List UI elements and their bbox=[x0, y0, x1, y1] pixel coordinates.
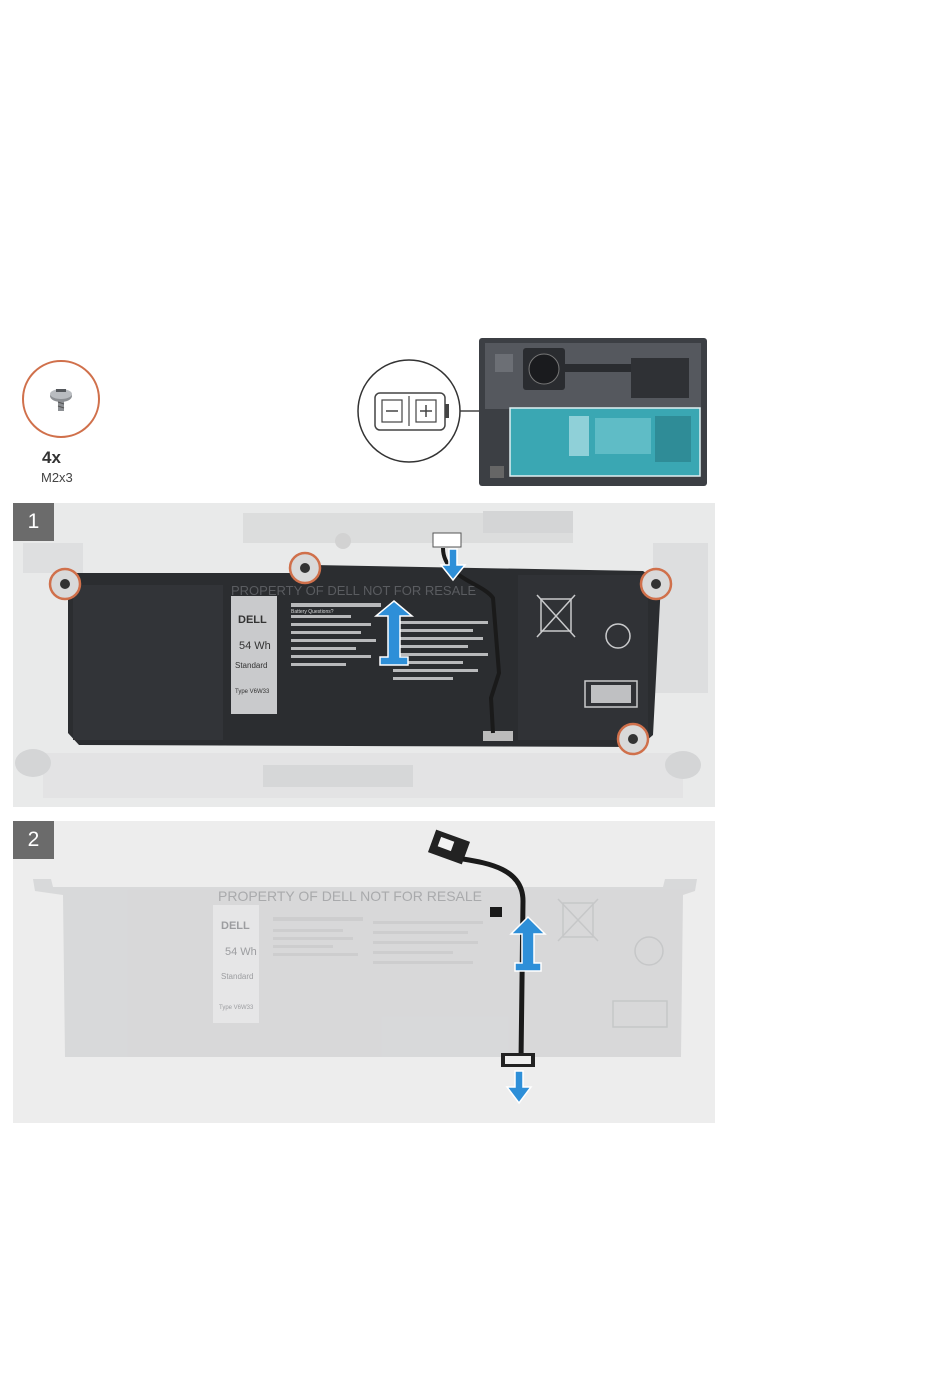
battery-type-code-text: Type V6W33 bbox=[235, 689, 270, 695]
battery-faded-icon bbox=[33, 879, 697, 1057]
step-2-panel: PROPERTY OF DELL NOT FOR RESALE DELL 54 … bbox=[13, 821, 715, 1123]
step-1-panel: PROPERTY OF DELL NOT FOR RESALE DELL 54 … bbox=[13, 503, 715, 807]
battery-callout-icon bbox=[358, 360, 460, 462]
screw-size: M2x3 bbox=[41, 470, 73, 485]
battery-brand-text-faded: DELL bbox=[221, 920, 250, 932]
battery-property-text: PROPERTY OF DELL NOT FOR RESALE bbox=[231, 583, 476, 598]
step-1-number: 1 bbox=[13, 503, 54, 541]
battery-capacity-text-faded: 54 Wh bbox=[225, 946, 257, 958]
battery-type-code-text-faded: Type V6W33 bbox=[219, 1005, 254, 1011]
battery-questions-text: Battery Questions? bbox=[291, 609, 334, 615]
laptop-overview bbox=[355, 336, 710, 488]
step-2-number: 2 bbox=[13, 821, 54, 859]
battery-type-label-text-faded: Standard bbox=[221, 972, 253, 981]
screw-legend: 4x M2x3 bbox=[20, 358, 140, 488]
screw-icon bbox=[22, 360, 100, 438]
battery-property-text-faded: PROPERTY OF DELL NOT FOR RESALE bbox=[218, 888, 482, 904]
battery-capacity-text: 54 Wh bbox=[239, 640, 271, 652]
battery-type-label-text: Standard bbox=[235, 661, 267, 670]
battery-brand-text: DELL bbox=[238, 614, 267, 626]
screw-quantity: 4x bbox=[42, 448, 61, 468]
laptop-base-icon bbox=[479, 338, 707, 486]
